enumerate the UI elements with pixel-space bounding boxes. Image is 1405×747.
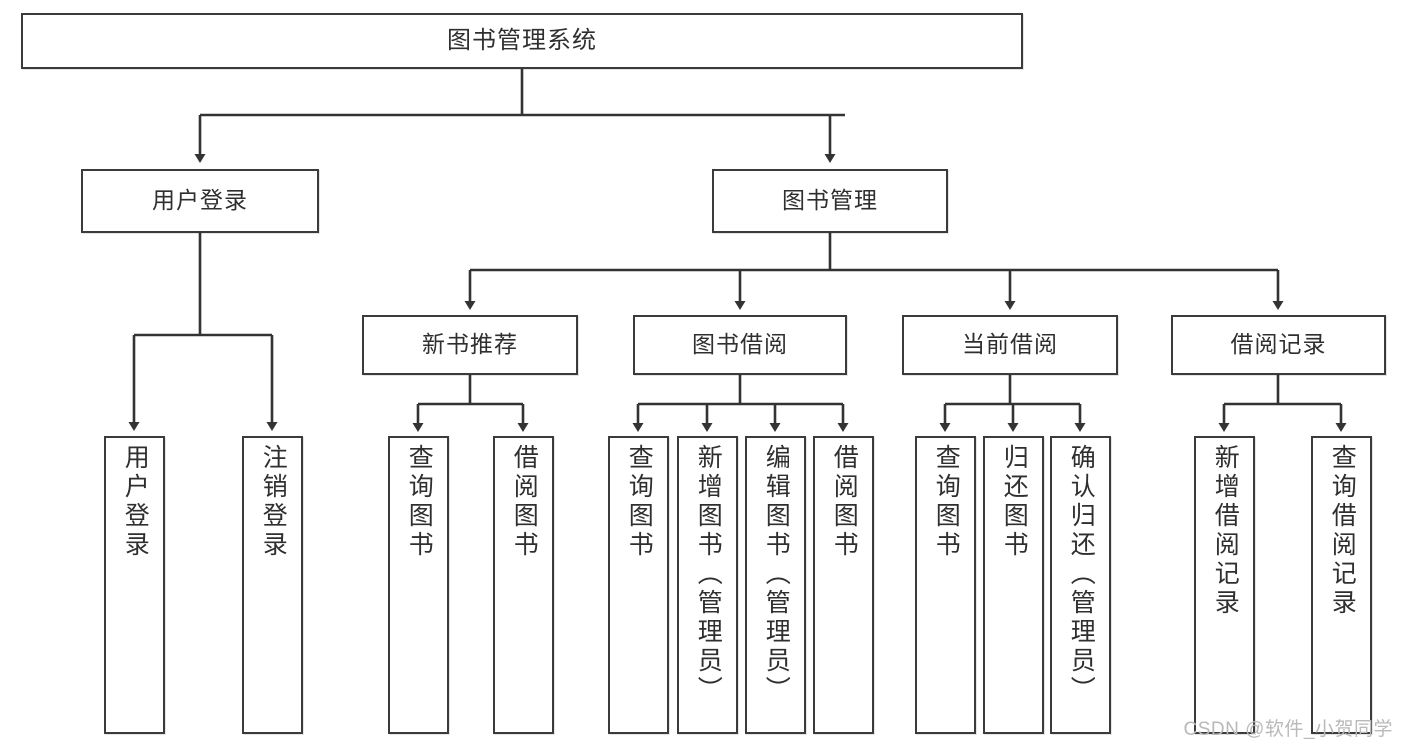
node-label: 借阅记录 [1230, 331, 1327, 358]
node-label: 编辑图书（管理员） [762, 444, 791, 705]
node-label: 用户登录 [121, 444, 150, 560]
node-new-book-recommend[interactable]: 新书推荐 [362, 315, 578, 375]
leaf-new-book-query-book[interactable]: 查询图书 [388, 436, 449, 734]
node-label: 注销登录 [259, 444, 288, 560]
node-label: 确认归还（管理员） [1067, 444, 1096, 705]
node-label: 图书管理 [782, 187, 878, 214]
leaf-user-login-logout[interactable]: 注销登录 [242, 436, 303, 734]
leaf-book-borrow-borrow-book[interactable]: 借阅图书 [813, 436, 874, 734]
leaf-borrow-record-query-record[interactable]: 查询借阅记录 [1311, 436, 1372, 734]
leaf-borrow-record-add-record[interactable]: 新增借阅记录 [1194, 436, 1255, 734]
leaf-book-borrow-add-book-admin[interactable]: 新增图书（管理员） [677, 436, 738, 734]
node-label: 查询图书 [932, 444, 961, 560]
node-label: 新增借阅记录 [1211, 444, 1240, 618]
leaf-user-login-login[interactable]: 用户登录 [104, 436, 165, 734]
node-current-borrow[interactable]: 当前借阅 [902, 315, 1118, 375]
node-label: 借阅图书 [510, 444, 539, 560]
node-label: 新增图书（管理员） [694, 444, 723, 705]
leaf-book-borrow-query-book[interactable]: 查询图书 [608, 436, 669, 734]
leaf-current-borrow-return-book[interactable]: 归还图书 [983, 436, 1044, 734]
node-root-library-management-system[interactable]: 图书管理系统 [21, 13, 1023, 69]
node-book-borrow[interactable]: 图书借阅 [633, 315, 847, 375]
node-label: 当前借阅 [962, 331, 1058, 358]
leaf-current-borrow-confirm-return-admin[interactable]: 确认归还（管理员） [1050, 436, 1111, 734]
node-label: 图书管理系统 [447, 26, 597, 54]
node-label: 图书借阅 [692, 331, 788, 358]
node-label: 新书推荐 [422, 331, 518, 358]
leaf-current-borrow-query-book[interactable]: 查询图书 [915, 436, 976, 734]
watermark-text: CSDN @软件_小贺同学 [1183, 719, 1393, 740]
node-label: 查询图书 [405, 444, 434, 560]
node-borrow-record[interactable]: 借阅记录 [1171, 315, 1386, 375]
node-label: 归还图书 [1000, 444, 1029, 560]
leaf-book-borrow-edit-book-admin[interactable]: 编辑图书（管理员） [745, 436, 806, 734]
node-book-management[interactable]: 图书管理 [712, 169, 948, 233]
node-user-login[interactable]: 用户登录 [81, 169, 319, 233]
leaf-new-book-borrow-book[interactable]: 借阅图书 [493, 436, 554, 734]
node-label: 借阅图书 [830, 444, 859, 560]
node-label: 查询借阅记录 [1328, 444, 1357, 618]
node-label: 查询图书 [625, 444, 654, 560]
node-label: 用户登录 [152, 187, 248, 214]
